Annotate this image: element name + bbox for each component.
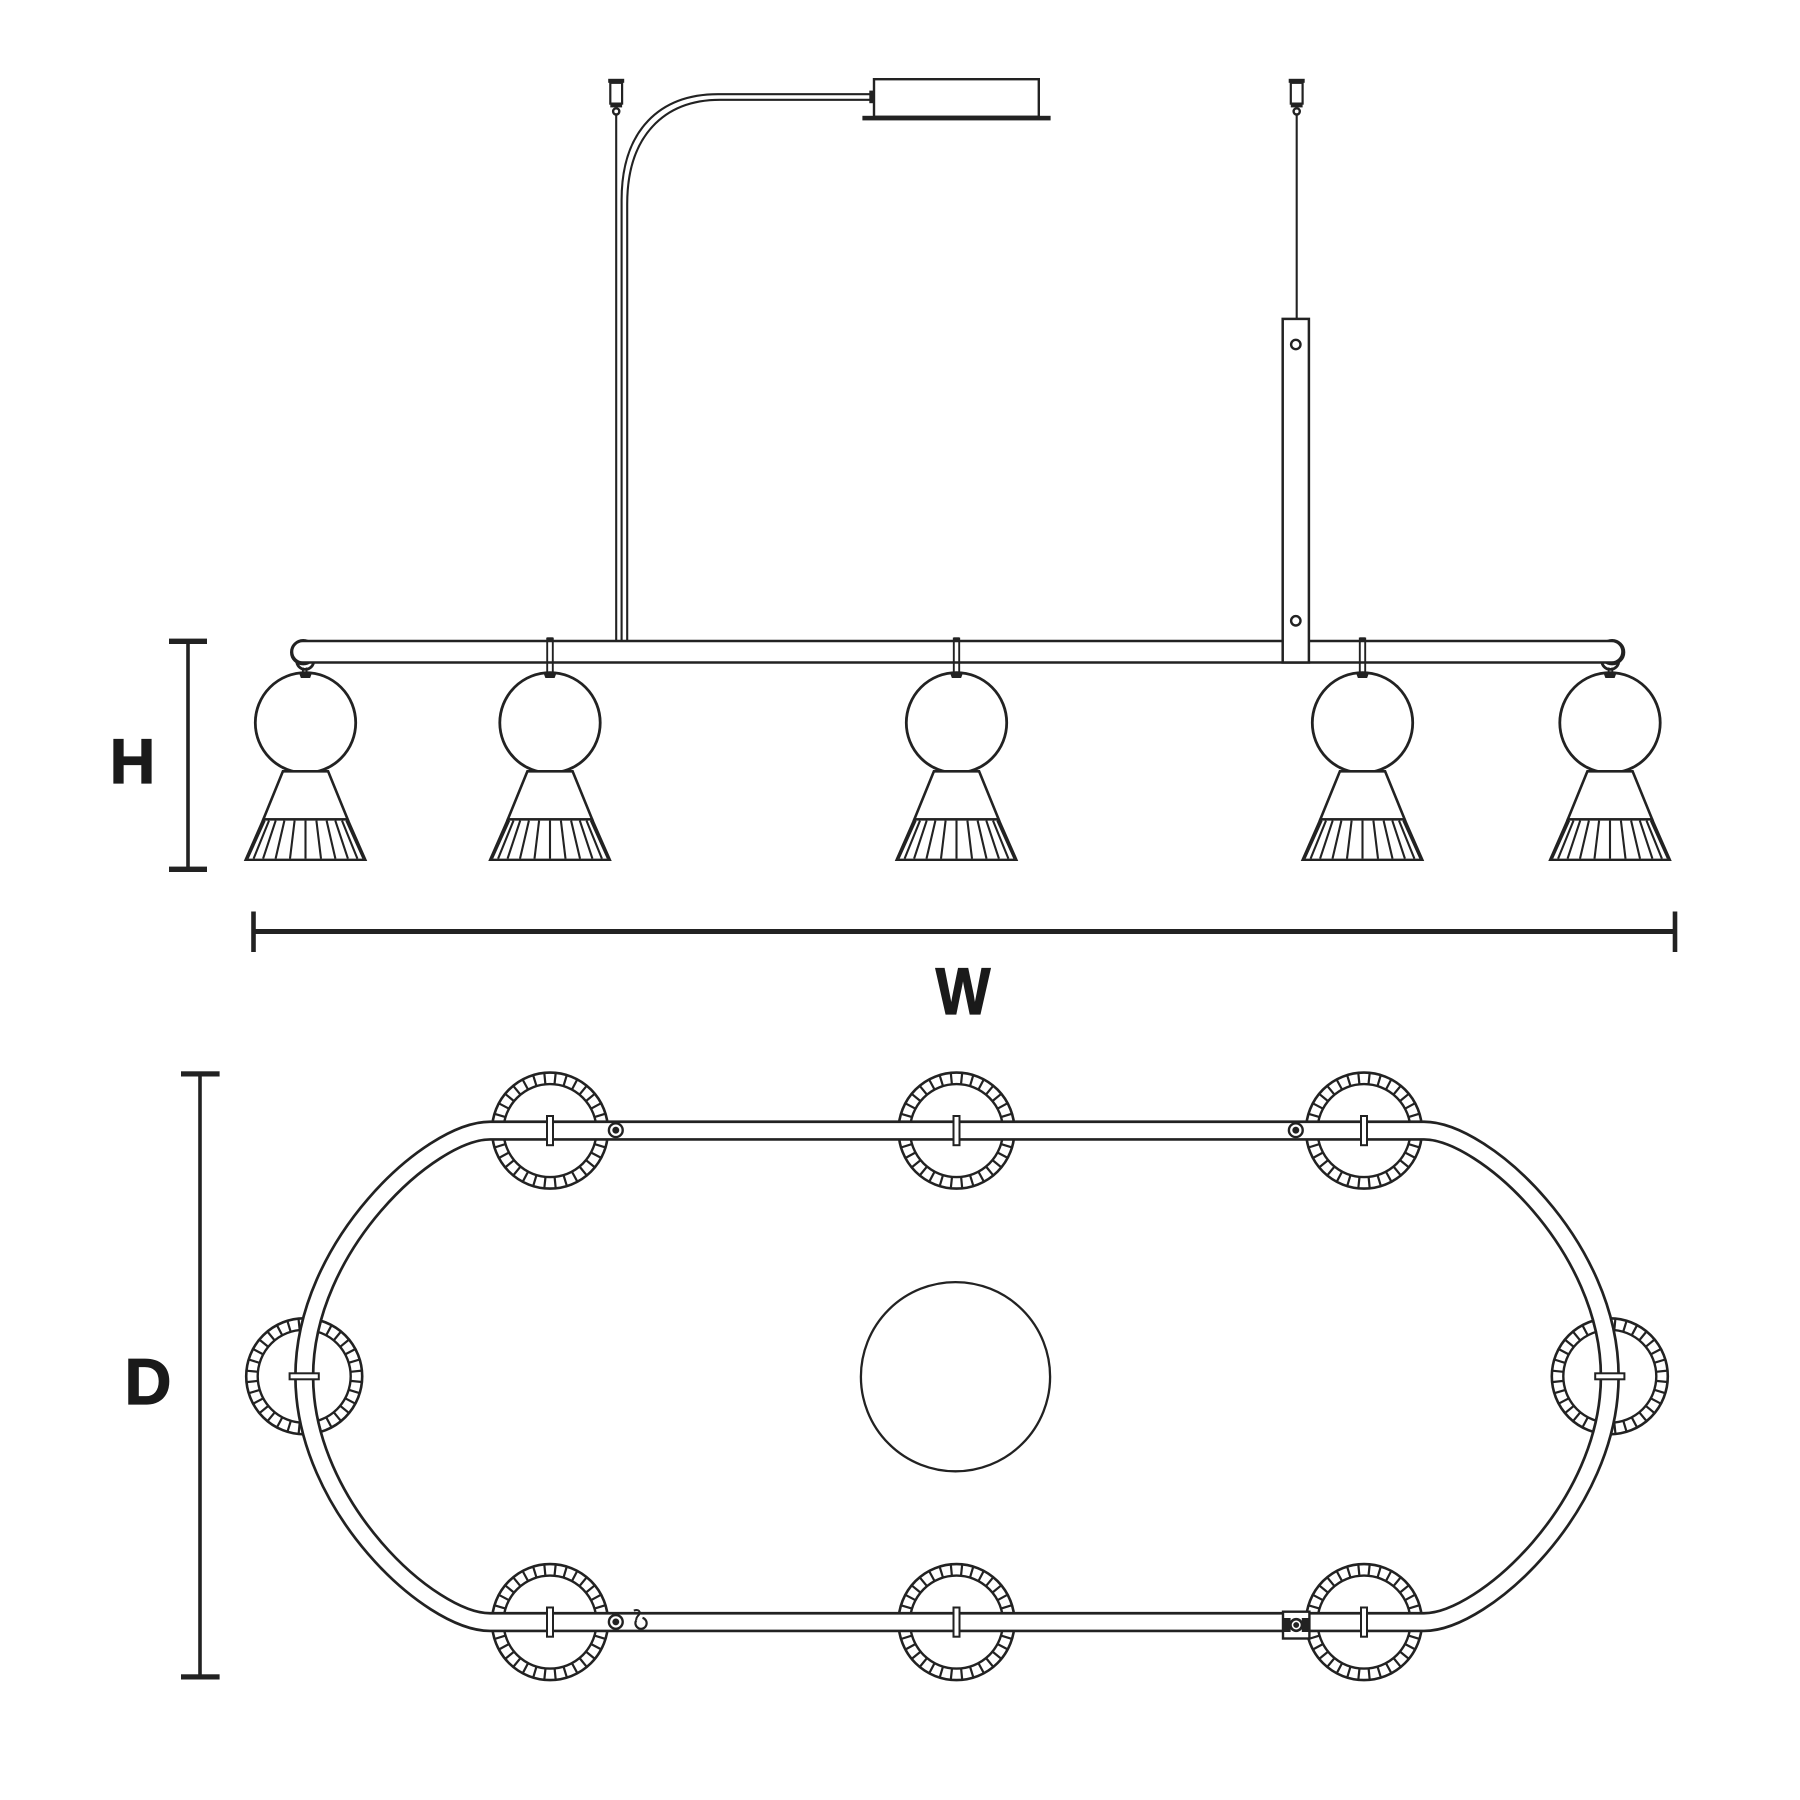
svg-text:W: W [936,956,991,1029]
svg-text:H: H [110,727,156,797]
svg-text:D: D [125,1345,172,1418]
